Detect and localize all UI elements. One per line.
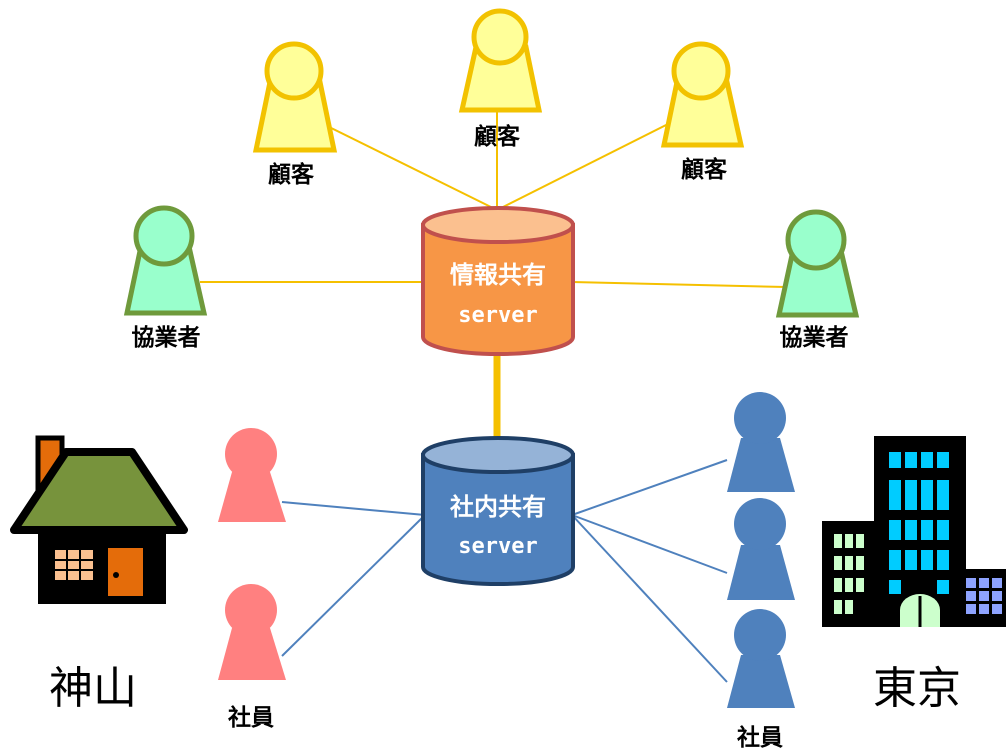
internal-server-label: 社内共有 bbox=[450, 493, 546, 521]
link-employee-right-1 bbox=[571, 459, 728, 516]
label-customer-right: 顧客 bbox=[681, 156, 728, 183]
label-customer-center: 顧客 bbox=[474, 123, 521, 150]
label-customer-left: 顧客 bbox=[268, 161, 315, 188]
link-partner-right bbox=[571, 281, 787, 288]
house-icon bbox=[10, 435, 188, 604]
link-customer-right bbox=[496, 117, 681, 211]
info-server-sublabel: server bbox=[458, 303, 537, 328]
person-employee-right-2-icon bbox=[727, 498, 795, 600]
internal-server-sublabel: server bbox=[458, 534, 537, 559]
link-employee-left-bottom bbox=[281, 514, 426, 657]
info-server-label: 情報共有 bbox=[450, 261, 546, 289]
label-employee-left: 社員 bbox=[228, 704, 274, 731]
person-customer-right-icon bbox=[660, 41, 745, 148]
person-customer-left-icon bbox=[252, 41, 338, 153]
person-partner-left-icon bbox=[123, 205, 208, 316]
person-employee-left-top-icon bbox=[218, 428, 286, 522]
place-kamiyama: 神山 bbox=[49, 663, 137, 714]
place-tokyo: 東京 bbox=[873, 663, 961, 714]
label-partner-left: 協業者 bbox=[132, 324, 201, 351]
link-customer-left bbox=[314, 119, 498, 211]
info-server-links bbox=[200, 105, 787, 288]
internal-server-cylinder: 社内共有 server bbox=[421, 436, 575, 586]
label-partner-right: 協業者 bbox=[780, 324, 849, 351]
person-employee-right-3-icon bbox=[727, 609, 795, 708]
internal-server-links bbox=[281, 459, 728, 683]
person-employee-right-1-icon bbox=[727, 392, 795, 492]
person-customer-center-icon bbox=[458, 8, 543, 113]
link-employee-right-3 bbox=[571, 514, 728, 683]
link-employee-right-2 bbox=[571, 514, 728, 574]
person-partner-right-icon bbox=[775, 209, 860, 318]
label-employee-right: 社員 bbox=[737, 724, 783, 751]
office-building-icon bbox=[822, 436, 1006, 627]
info-server-cylinder: 情報共有 server bbox=[421, 206, 575, 356]
link-employee-left-top bbox=[281, 501, 426, 516]
person-employee-left-bottom-icon bbox=[218, 584, 286, 680]
